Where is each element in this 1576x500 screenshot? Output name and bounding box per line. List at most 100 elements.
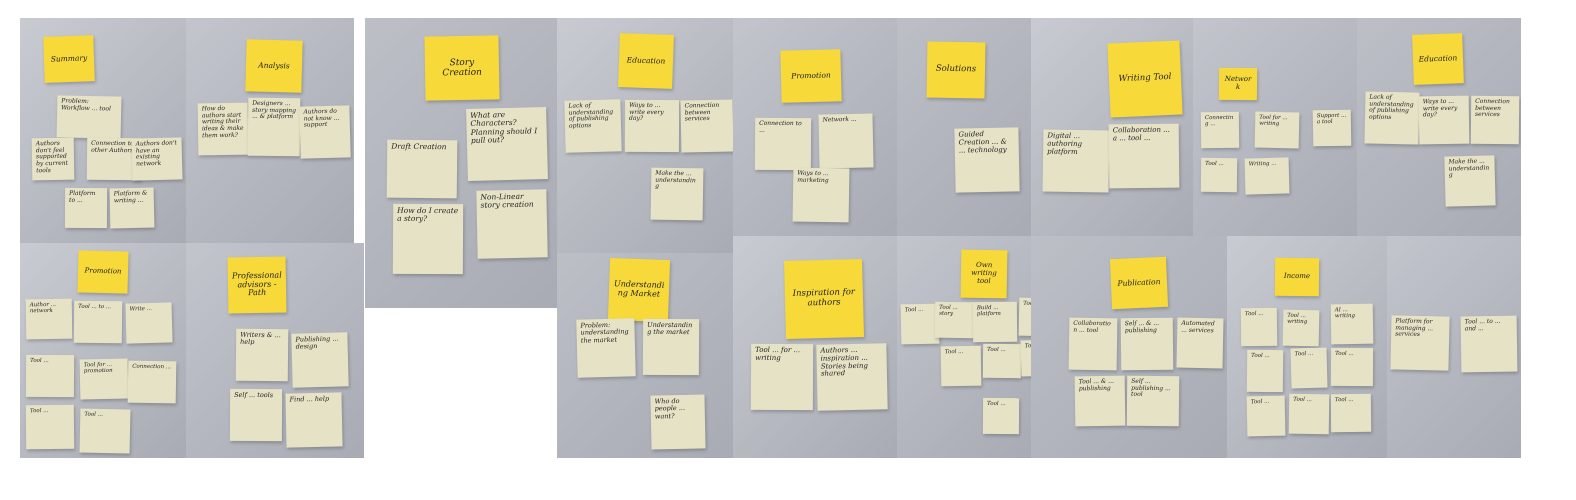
sticky-note: Connection ... — [127, 360, 177, 404]
sticky-note: Collaboration ... a ... tool ... — [1108, 123, 1180, 189]
sticky-note: Collaboration ... tool — [1068, 317, 1118, 371]
sticky-note: Lack of understanding of publishing opti… — [1364, 91, 1420, 145]
sticky-note: Tool for ... promotion — [79, 358, 129, 400]
sticky-note: Self ... publishing ... tool — [1126, 375, 1180, 427]
sticky-note: Ways to ... write every day? — [1418, 95, 1470, 145]
category-header-note: Promotion — [77, 250, 129, 294]
sticky-note: Tool ... — [25, 404, 75, 450]
sticky-note: Platform for managing ... services — [1390, 315, 1450, 371]
sticky-note: Writers & ... help — [235, 328, 289, 382]
sticky-note: Tool ... — [79, 408, 131, 454]
sticky-note: Authors don't have an existing network — [131, 137, 183, 181]
sticky-note: Tool ... — [900, 303, 940, 345]
sticky-note: Tool ... & ... publishing — [1074, 375, 1126, 427]
sticky-note: Tool ... — [1020, 339, 1031, 377]
sticky-note: Connection to ... — [754, 117, 812, 171]
sticky-note: Connection between services — [680, 99, 733, 153]
category-header-note: Understanding Market — [607, 257, 671, 323]
category-header-note: Publication — [1109, 256, 1169, 310]
category-header-note: Promotion — [780, 49, 842, 103]
sticky-note: Tool ... — [25, 354, 75, 398]
sticky-note: Platform to ... — [64, 187, 108, 229]
category-header-note: Solutions — [926, 41, 986, 99]
category-header-note: Professional advisors - Path — [227, 256, 287, 314]
sticky-note: Authors don't feel supported by current … — [31, 137, 75, 181]
sticky-note: Tool ... for ... writing — [750, 343, 814, 411]
sticky-note: Tool for ... writing — [1254, 111, 1300, 149]
sticky-note: Tool ... to ... and ... — [1460, 315, 1518, 373]
sticky-note: Publishing ... design — [291, 332, 349, 388]
sticky-note: How do authors start writing their ideas… — [197, 102, 249, 156]
sticky-note: Non-Linear story creation — [476, 189, 548, 259]
sticky-note: Write ... — [125, 302, 173, 344]
sticky-note: Problem: Workflow ... tool — [56, 95, 122, 139]
sticky-note: Find ... help — [285, 392, 343, 448]
sticky-note: AI ... writing — [1330, 303, 1374, 345]
sticky-note: Writing ... — [1244, 157, 1290, 195]
sticky-note: Make the ... understanding — [650, 167, 704, 221]
category-header-note: Education — [1412, 33, 1464, 85]
sticky-note: Connection between services — [1470, 95, 1520, 145]
sticky-note: Ways to ... write every day? — [624, 99, 680, 153]
sticky-note: Designers ... story mapping ... & platfo… — [247, 97, 301, 157]
sticky-note: Tool ... — [1200, 157, 1238, 193]
sticky-note: Tool ... — [1330, 393, 1372, 433]
sticky-note: Guided Creation ... & ... technology — [954, 127, 1020, 193]
sticky-note: Tool ... to ... — [73, 300, 123, 344]
sticky-note: Support ... a tool — [1312, 109, 1352, 147]
sticky-note: Make the ... understanding — [1444, 155, 1496, 207]
category-header-note: Network — [1218, 67, 1258, 101]
category-header-note: Own writing tool — [960, 249, 1008, 299]
sticky-note: Tool ... — [1246, 349, 1284, 393]
category-header-note: Summary — [43, 35, 95, 83]
sticky-note: Tool ... writing — [1282, 309, 1320, 347]
sticky-note: Understanding the market — [642, 318, 700, 376]
category-header-note: Writing Tool — [1107, 40, 1183, 118]
category-header-note: Education — [618, 33, 674, 89]
sticky-note: Tool ... — [1246, 395, 1286, 437]
sticky-note: How do I create a story? — [392, 203, 464, 275]
sticky-note: Digital ... authoring platform — [1042, 129, 1110, 193]
sticky-note: Ways to ... marketing — [792, 167, 850, 223]
sticky-note: Problem: understanding the market — [576, 318, 636, 378]
sticky-note: Draft Creation — [386, 139, 458, 199]
sticky-note: Tool ... — [1330, 347, 1374, 387]
sticky-note: Self ... & ... publishing — [1120, 317, 1174, 371]
sticky-note: Tool ... — [1288, 393, 1330, 435]
sticky-note: Tool ... — [982, 397, 1020, 435]
sticky-note: Connecting ... — [1200, 111, 1240, 149]
sticky-note: What are Characters? Planning should I p… — [466, 106, 548, 182]
sticky-note: Build ... platform — [972, 301, 1018, 343]
category-header-note: Analysis — [245, 39, 303, 93]
category-header-note: Inspiration for authors — [783, 258, 865, 340]
sticky-note: Author ... network — [25, 298, 73, 340]
category-header-note: Income — [1274, 257, 1320, 297]
sticky-note: Who do people ... want? — [650, 394, 706, 450]
sticky-note: Tool ... — [1240, 307, 1278, 347]
sticky-note: Authors do not know ... support — [299, 105, 351, 159]
sticky-note: Tool ... story — [934, 301, 976, 339]
sticky-note: Tool ... — [1290, 347, 1328, 389]
sticky-note: Automated ... services — [1176, 317, 1224, 369]
sticky-note: Authors ... inspiration ... Stories bein… — [816, 343, 888, 411]
sticky-note: Self ... tools — [229, 388, 283, 442]
sticky-note: Network ... — [818, 113, 874, 169]
sticky-note: Tool ... — [982, 343, 1022, 379]
